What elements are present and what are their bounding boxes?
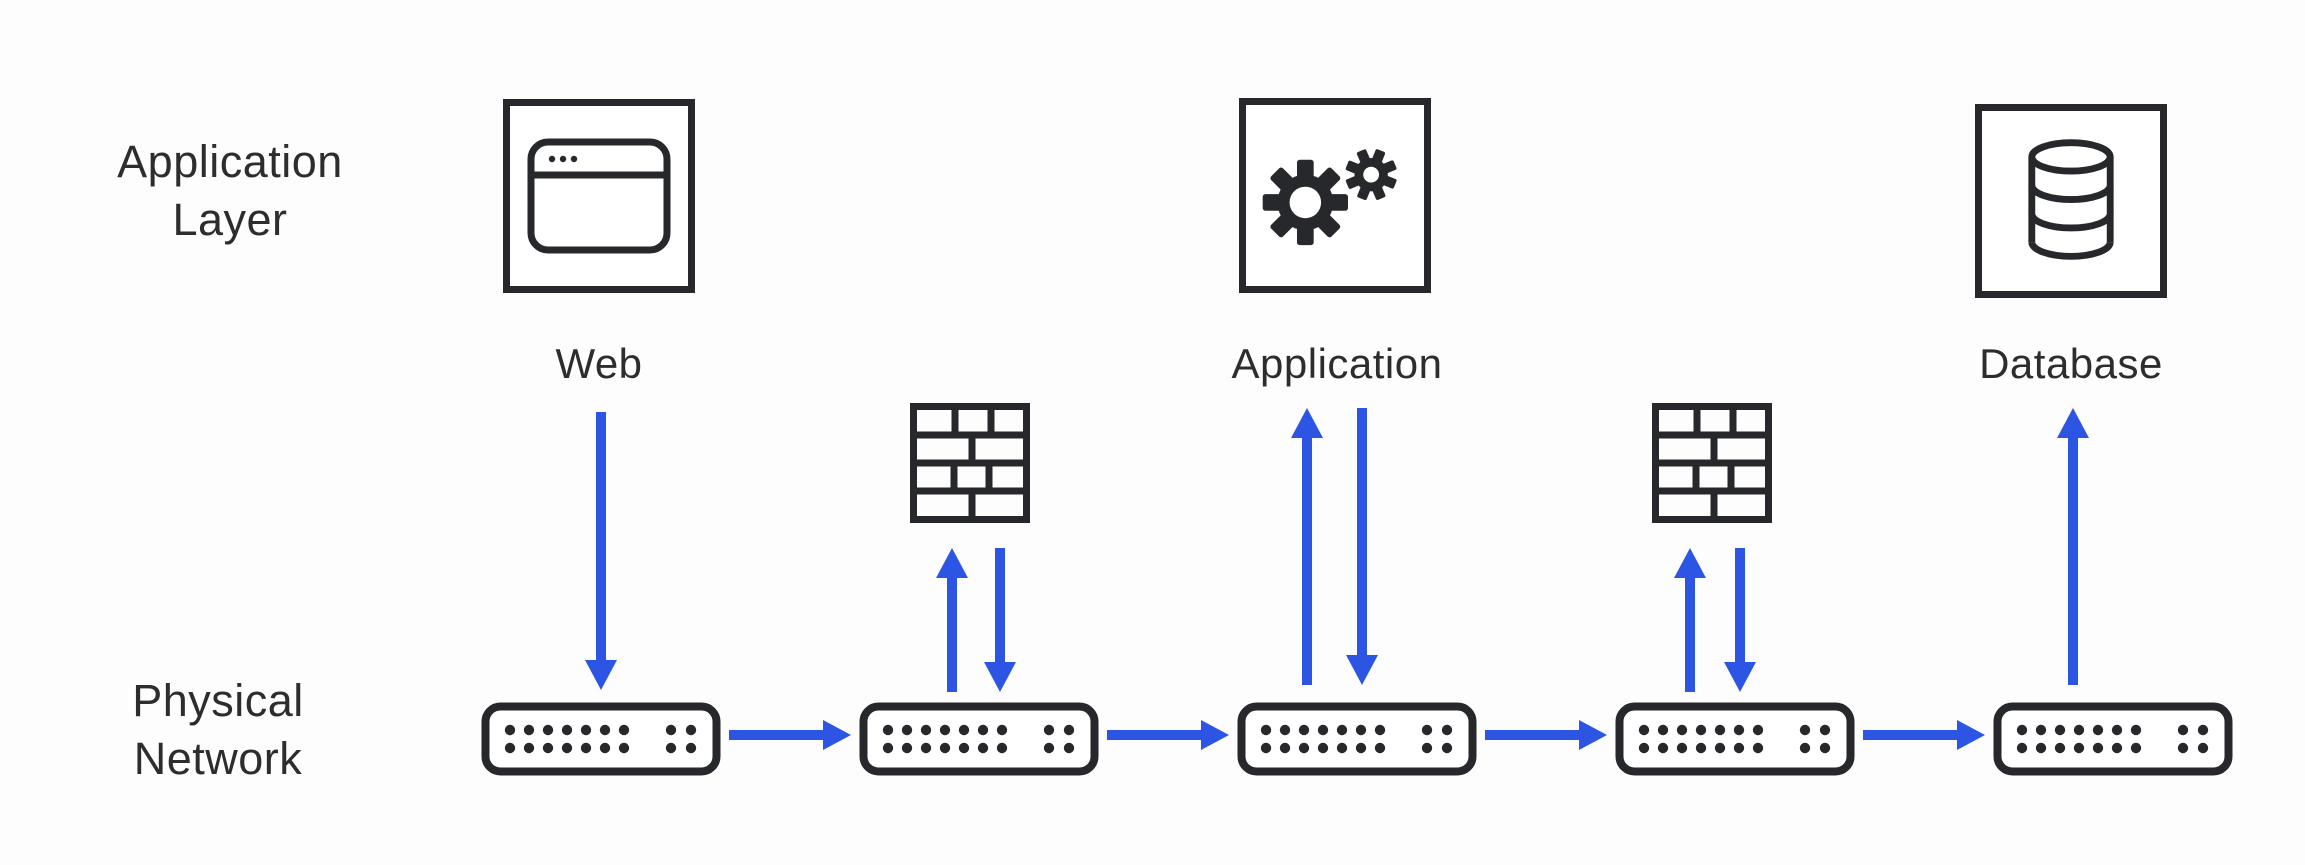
network-switch-icon <box>1237 702 1477 776</box>
arrow-switch4-to-switch5-right <box>1863 720 1985 750</box>
browser-window-icon <box>527 138 671 254</box>
arrow-switch1-to-switch2-right <box>729 720 851 750</box>
database-node-box <box>1975 104 2167 298</box>
firewall-2 <box>1652 403 1772 523</box>
database-icon <box>2022 138 2120 264</box>
switch-2 <box>859 702 1099 776</box>
switch-3 <box>1237 702 1477 776</box>
arrow-firewall2-to-switch4-down <box>1724 548 1756 692</box>
arrow-application-to-switch3-down <box>1346 408 1378 685</box>
physical-network-label: Physical Network <box>132 675 304 784</box>
network-switch-icon <box>1615 702 1855 776</box>
network-switch-icon <box>1993 702 2233 776</box>
arrow-switch3-to-application-up <box>1291 408 1323 685</box>
firewall-icon <box>910 403 1030 523</box>
arrow-switch3-to-switch4-right <box>1485 720 1607 750</box>
web-node-box <box>503 99 695 293</box>
web-node-label: Web <box>555 340 643 387</box>
arrow-web-to-switch1-down <box>585 412 617 690</box>
arrow-switch5-to-database-up <box>2057 408 2089 685</box>
switch-1 <box>481 702 721 776</box>
application-node-box <box>1239 98 1431 293</box>
switch-5 <box>1993 702 2233 776</box>
arrow-switch4-to-firewall2-up <box>1674 548 1706 692</box>
firewall-icon <box>1652 403 1772 523</box>
gears-icon <box>1246 105 1424 286</box>
application-layer-label: Application Layer <box>117 136 343 245</box>
database-node-label: Database <box>1979 340 2163 387</box>
network-switch-icon <box>481 702 721 776</box>
application-node-label: Application <box>1231 340 1443 387</box>
arrow-switch2-to-switch3-right <box>1107 720 1229 750</box>
firewall-1 <box>910 403 1030 523</box>
switch-4 <box>1615 702 1855 776</box>
network-switch-icon <box>859 702 1099 776</box>
arrow-switch2-to-firewall1-up <box>936 548 968 692</box>
arrow-firewall1-to-switch2-down <box>984 548 1016 692</box>
